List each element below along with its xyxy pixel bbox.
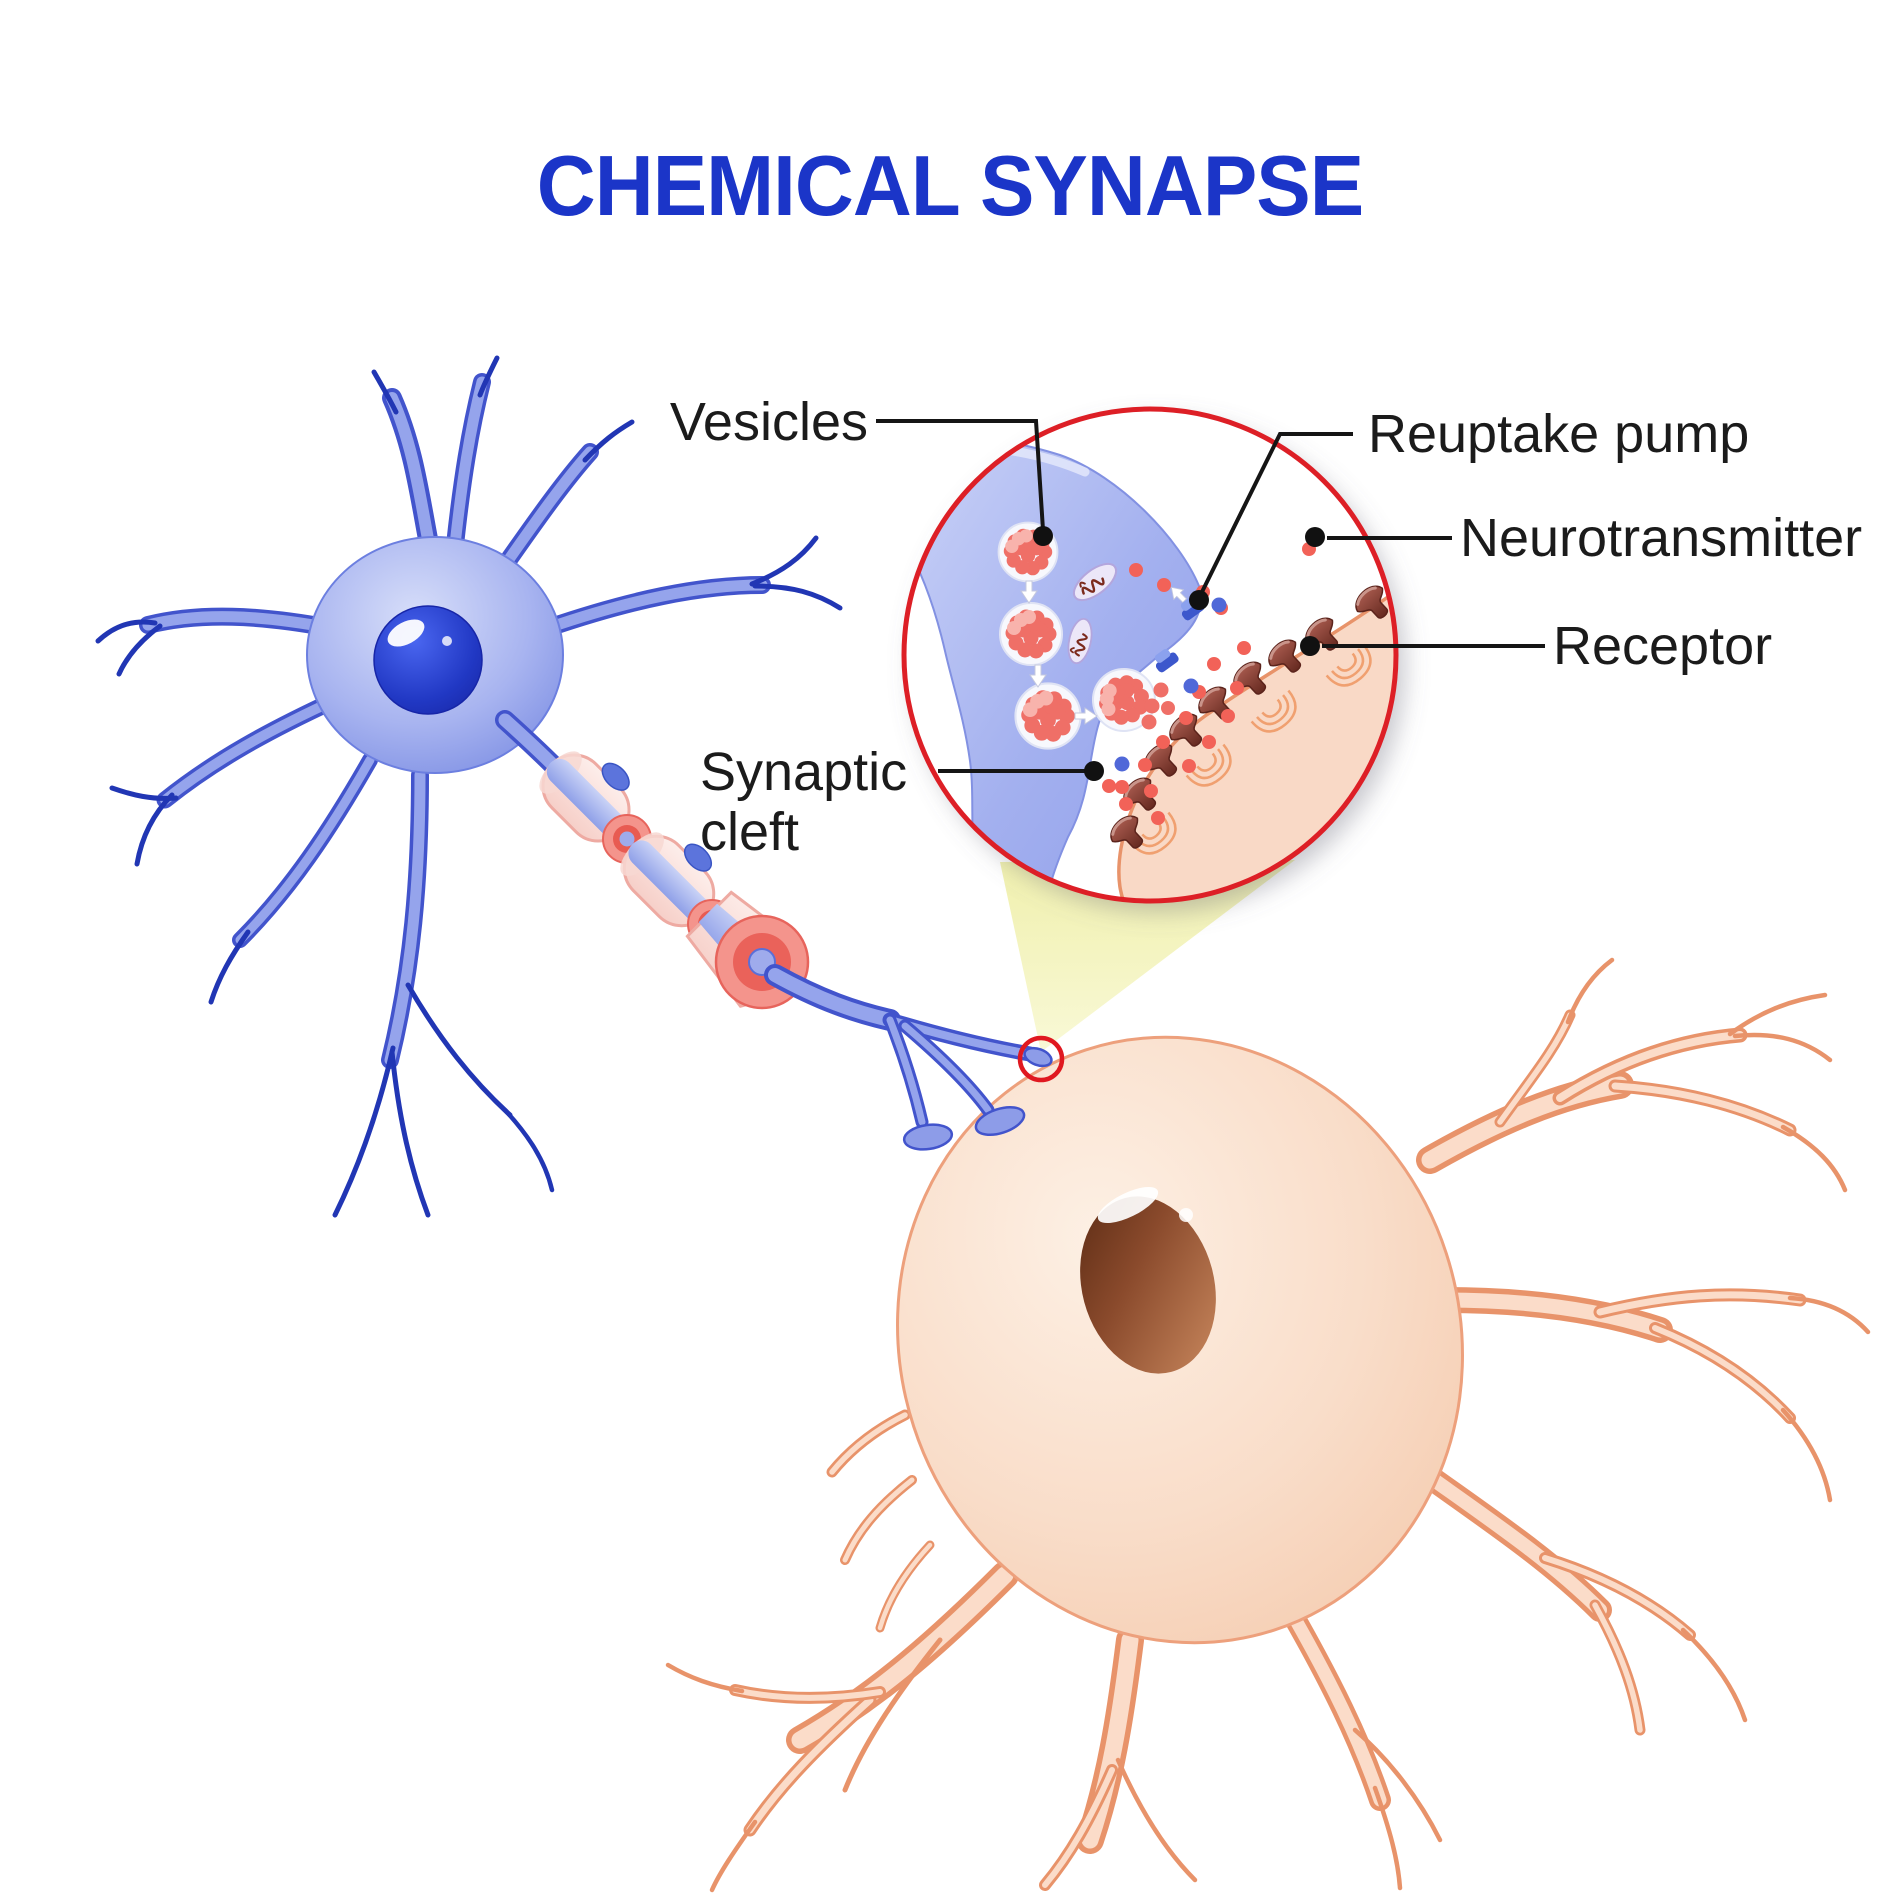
axon-with-myelin-sheath <box>495 710 1053 1151</box>
schwann-cell-nucleus <box>683 843 713 872</box>
axon-terminal-branches <box>764 964 1053 1151</box>
labels: Vesicles Reuptake pump Neurotransmitter … <box>670 392 1862 862</box>
presynaptic-neuron <box>95 355 843 1218</box>
schwann-cell-nucleus <box>601 762 630 791</box>
myelin-segment <box>620 832 716 928</box>
magnifier-beam <box>1000 860 1295 1052</box>
presynaptic-nucleus <box>373 605 483 715</box>
terminal-bouton <box>974 1105 1026 1137</box>
presynaptic-dendrites <box>95 355 843 1218</box>
terminal-bouton <box>1023 1046 1053 1068</box>
label-synaptic-cleft-line1: Synaptic <box>700 742 907 802</box>
label-receptor: Receptor <box>1553 616 1772 676</box>
label-synaptic-cleft-line2: cleft <box>700 802 799 862</box>
postsynaptic-neuron <box>665 957 1871 1893</box>
synapse-inset-circle <box>901 406 1399 904</box>
magnified-synapse-marker <box>1017 1035 1065 1083</box>
page-title: CHEMICAL SYNAPSE <box>536 139 1364 234</box>
neurotransmitter-molecules-alt <box>1114 597 1227 772</box>
label-vesicles: Vesicles <box>670 392 868 452</box>
callouts <box>876 419 1545 781</box>
terminal-bouton <box>902 1123 954 1151</box>
myelin-segment <box>539 751 631 843</box>
label-neurotransmitter: Neurotransmitter <box>1460 508 1862 568</box>
postsynaptic-nucleus <box>1080 1186 1216 1374</box>
label-reuptake-pump: Reuptake pump <box>1368 404 1749 464</box>
magnifier-ring <box>901 406 1399 904</box>
postsynaptic-dendrites <box>665 957 1871 1893</box>
synaptic-vesicles <box>997 521 1175 750</box>
